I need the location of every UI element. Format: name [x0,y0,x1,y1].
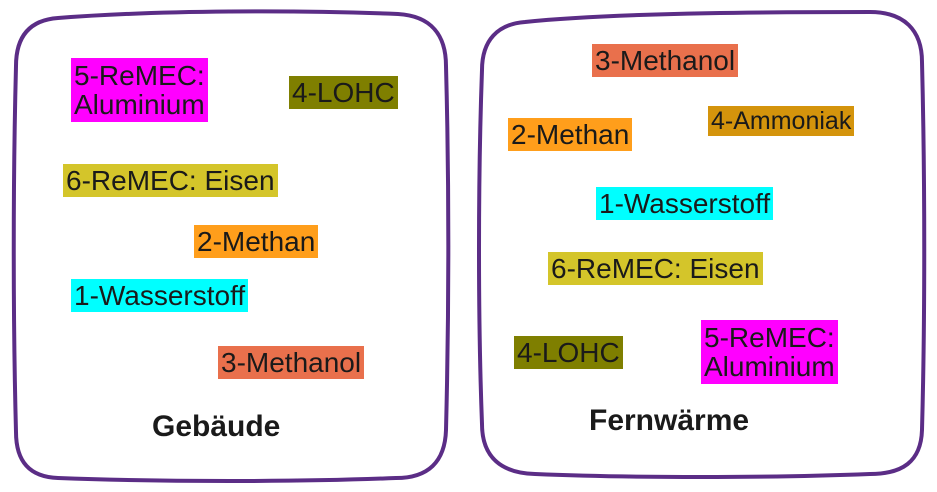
tag-remec-eisen: 6-ReMEC: Eisen [548,252,763,285]
tag-lohc: 4-LOHC [289,76,398,109]
panel-title: Fernwärme [589,404,750,437]
tag-wasserstoff: 1-Wasserstoff [596,187,774,220]
panel-frame [477,9,927,479]
panel-title: Gebäude [152,410,281,443]
tag-remec-aluminium: 5-ReMEC: Aluminium [71,58,208,122]
tag-remec-eisen: 6-ReMEC: Eisen [63,164,278,197]
tag-methan: 2-Methan [194,225,319,258]
tag-line: Aluminium [74,89,205,121]
panel-frame [11,9,451,483]
panel-gebaeude: 5-ReMEC: Aluminium 4-LOHC 6-ReMEC: Eisen… [0,0,460,492]
tag-line: Aluminium [704,351,835,383]
tag-line: 5-ReMEC: [74,60,205,91]
tag-methanol: 3-Methanol [218,346,365,379]
tag-lohc: 4-LOHC [514,336,623,369]
panel-fernwaerme: 3-Methanol 2-Methan 4-Ammoniak 1-Wassers… [470,0,937,492]
tag-wasserstoff: 1-Wasserstoff [71,279,249,312]
tag-ammoniak: 4-Ammoniak [708,106,855,136]
frame-outline [11,9,451,483]
frame-outline [477,9,927,479]
tag-methanol: 3-Methanol [592,44,739,77]
tag-methan: 2-Methan [508,118,633,151]
tag-remec-aluminium: 5-ReMEC: Aluminium [701,320,838,384]
tag-line: 5-ReMEC: [704,322,835,353]
